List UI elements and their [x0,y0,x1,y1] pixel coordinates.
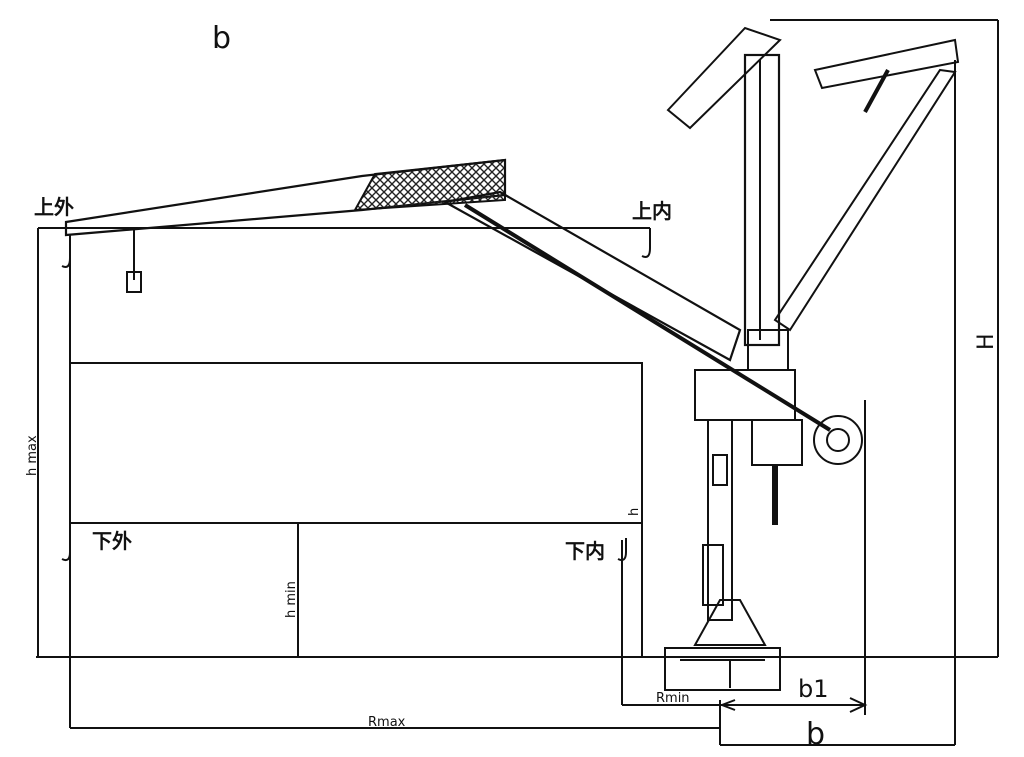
label-b-bottom: b [806,717,825,752]
boom-raised-angle [773,68,957,332]
range-upper-box [69,362,643,524]
column-base-flare [693,599,767,646]
winch-drum [813,415,863,465]
boom-vertical-tip [666,26,782,130]
motor-box [751,419,803,466]
label-lower-outer: 下外 [92,529,132,553]
label-h-max: h max [25,435,40,476]
boom-angle-tip [813,38,960,90]
hook-block [126,271,142,293]
label-h: h [627,508,642,516]
diagonal-strut [463,203,832,432]
label-b1: b1 [798,675,829,703]
slewing-head [694,369,796,421]
label-upper-outer: 上外 [34,195,74,219]
b1-arrow [849,697,868,713]
column-clamp [702,544,724,606]
label-upper-inner: 上内 [632,199,672,223]
label-lower-inner: 下内 [565,539,605,563]
boom-vertical [743,53,781,347]
boom-hatched-sleeve [353,158,506,212]
label-r-min: Rmin [656,691,690,706]
boom-diagonal [441,190,742,362]
hook-lower-outer [61,538,71,562]
label-r-max: Rmax [368,715,406,730]
hook-upper-inner [641,228,651,258]
label-top-b: b [212,21,231,56]
base-frame [664,647,781,691]
b-arrow [719,699,736,711]
label-h-min: h min [284,581,299,618]
label-H: H [974,333,999,350]
column [707,419,733,621]
hook-upper-outer [61,235,71,268]
hook-lower-inner [617,538,627,562]
